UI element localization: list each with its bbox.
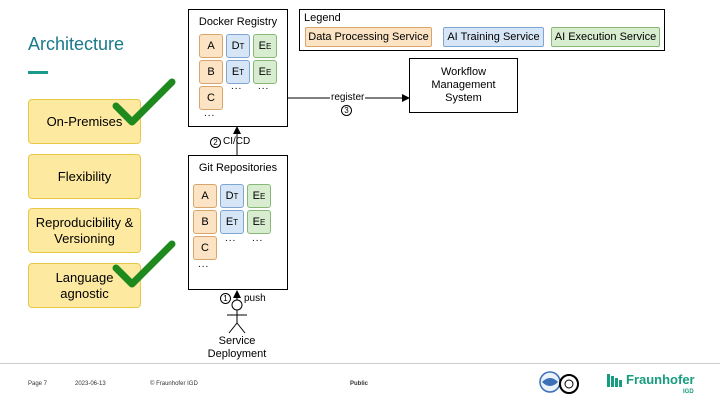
step-1-marker: 1	[220, 293, 231, 304]
cicd-label: CI/CD	[223, 136, 251, 147]
legend-title: Legend	[304, 12, 341, 24]
footer-divider	[0, 363, 720, 364]
footer-date: 2023-06-13	[75, 381, 106, 387]
footer-classification: Public	[350, 381, 369, 387]
data-processing-cell: B	[193, 210, 217, 234]
ellipsis: ...	[198, 259, 210, 270]
step-2-marker: 2	[210, 137, 221, 148]
git-repositories-title: Git Repositories	[198, 162, 278, 174]
pill-reproducibility: Reproducibility & Versioning	[28, 208, 141, 253]
step-3-marker: 3	[341, 105, 352, 116]
ellipsis: ...	[258, 81, 270, 92]
fraunhofer-logo-icon	[607, 374, 622, 387]
fraunhofer-brand-sub: IGD	[683, 389, 694, 395]
legend-box: Legend Data Processing Service AI Traini…	[299, 9, 665, 51]
ellipsis: ...	[252, 233, 264, 244]
pill-on-premises: On-Premises	[28, 99, 141, 144]
data-processing-cell: A	[193, 184, 217, 208]
person-icon	[227, 299, 247, 334]
pill-label: Reproducibility & Versioning	[35, 214, 134, 246]
pill-label: On-Premises	[46, 113, 123, 129]
push-label: push	[244, 293, 266, 304]
pill-flexibility: Flexibility	[28, 154, 141, 199]
ellipsis: ...	[225, 233, 237, 244]
ellipsis: ...	[204, 108, 216, 119]
title-underline	[28, 71, 48, 74]
fraunhofer-brand: Fraunhofer	[626, 372, 695, 387]
data-processing-cell: C	[199, 86, 223, 110]
ellipsis: ...	[231, 81, 243, 92]
service-deployment-label: Service Deployment	[207, 335, 267, 360]
data-processing-cell: C	[193, 236, 217, 260]
legend-ai-execution: AI Execution Service	[551, 27, 660, 47]
checkmark-icon	[112, 78, 176, 126]
legend-ai-training: AI Training Service	[443, 27, 544, 47]
slide-title: Architecture	[28, 34, 125, 54]
pill-label: Language agnostic	[55, 269, 114, 301]
checkmark-icon	[112, 240, 176, 288]
partner-logos-icon	[539, 371, 579, 394]
workflow-management-box: Workflow Management System	[409, 58, 518, 113]
register-label: register	[330, 92, 366, 103]
footer-copyright: © Fraunhofer IGD	[150, 381, 198, 387]
data-processing-cell: B	[199, 60, 223, 84]
data-processing-cell: A	[199, 34, 223, 58]
workflow-title: Workflow Management System	[431, 66, 496, 104]
footer-page: Page 7	[28, 381, 48, 387]
docker-registry-title: Docker Registry	[198, 16, 278, 28]
legend-data-processing: Data Processing Service	[305, 27, 432, 47]
pill-label: Flexibility	[57, 168, 112, 184]
